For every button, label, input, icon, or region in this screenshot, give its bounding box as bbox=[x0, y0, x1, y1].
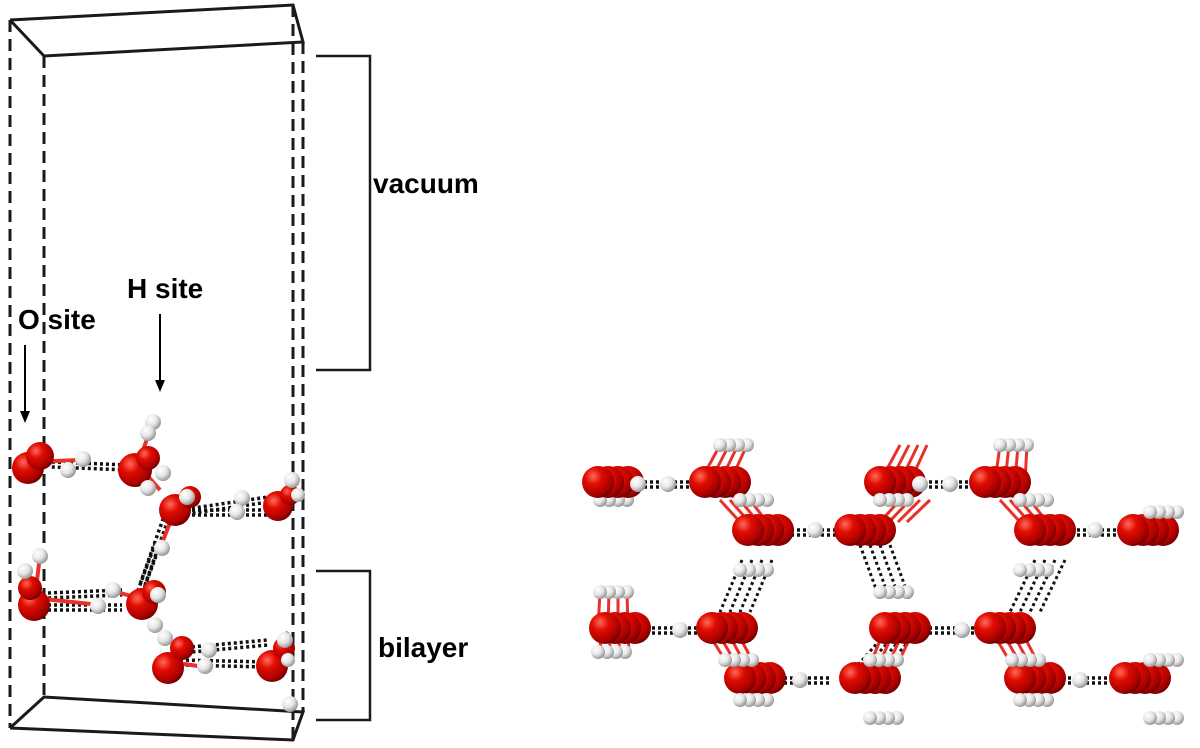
covalent-bond bbox=[998, 498, 1022, 524]
hydrogen-atom bbox=[873, 585, 887, 599]
h-site-arrow bbox=[155, 314, 165, 392]
oxygen-atom bbox=[589, 612, 621, 644]
hydrogen-atom bbox=[713, 438, 727, 452]
oxygen-atom bbox=[1014, 514, 1046, 546]
hydrogen-atom bbox=[1143, 711, 1157, 725]
oxygen-atom bbox=[152, 652, 184, 684]
hydrogen-atom bbox=[201, 642, 217, 658]
hydrogen-atom bbox=[954, 622, 970, 638]
hydrogen-atom bbox=[591, 645, 605, 659]
hydrogen-atom bbox=[807, 522, 823, 538]
hydrogen-atom bbox=[1143, 653, 1157, 667]
covalent-bond bbox=[896, 498, 922, 524]
hydrogen-atom bbox=[733, 563, 747, 577]
unit-cell-molecules bbox=[12, 414, 305, 712]
bilayer-label: bilayer bbox=[378, 632, 468, 663]
oxygen-atom bbox=[869, 612, 901, 644]
hydrogen-atom bbox=[593, 585, 607, 599]
oxygen-atom bbox=[969, 466, 1001, 498]
hydrogen-bond bbox=[1008, 559, 1037, 613]
hydrogen-atom bbox=[32, 548, 48, 564]
hydrogen-atom bbox=[1005, 653, 1019, 667]
oxygen-atom bbox=[974, 612, 1006, 644]
hydrogen-atom bbox=[1013, 693, 1027, 707]
hydrogen-bond bbox=[180, 643, 269, 655]
hydrogen-atom bbox=[150, 587, 166, 603]
hydrogen-atom bbox=[105, 582, 121, 598]
hydrogen-atom bbox=[1013, 563, 1027, 577]
hydrogen-atom bbox=[179, 489, 195, 505]
hydrogen-atom bbox=[17, 563, 33, 579]
bilayer-bracket bbox=[316, 569, 372, 722]
oxygen-atom bbox=[18, 576, 42, 600]
hydrogen-atom bbox=[733, 493, 747, 507]
hydrogen-atom bbox=[291, 488, 305, 502]
hydrogen-atom bbox=[75, 451, 91, 467]
hydrogen-atom bbox=[630, 476, 646, 492]
hydrogen-atom bbox=[863, 711, 877, 725]
h-site-label: H site bbox=[127, 273, 203, 304]
hydrogen-atom bbox=[942, 476, 958, 492]
covalent-bond bbox=[905, 498, 932, 524]
hydrogen-bond bbox=[136, 544, 162, 606]
hydrogen-bond bbox=[179, 638, 269, 650]
hydrogen-atom bbox=[147, 617, 163, 633]
hydrogen-atom bbox=[284, 472, 300, 488]
hydrogen-atom bbox=[660, 476, 676, 492]
hydrogen-atom bbox=[863, 653, 877, 667]
oxygen-atom bbox=[582, 466, 614, 498]
hydrogen-atom bbox=[282, 696, 298, 712]
oxygen-atom bbox=[732, 514, 764, 546]
hydrogen-atom bbox=[1143, 505, 1157, 519]
hydrogen-atom bbox=[154, 540, 170, 556]
oxygen-atom bbox=[834, 514, 866, 546]
hydrogen-atom bbox=[60, 462, 76, 478]
hydrogen-atom bbox=[157, 630, 173, 646]
o-site-arrow bbox=[20, 345, 30, 423]
hydrogen-atom bbox=[718, 653, 732, 667]
oxygen-atom bbox=[1117, 514, 1149, 546]
hydrogen-bond bbox=[131, 542, 157, 604]
hydrogen-bond bbox=[1028, 559, 1057, 613]
o-site-label: O site bbox=[18, 304, 96, 335]
hydrogen-atom bbox=[912, 476, 928, 492]
oxygen-atom bbox=[1004, 662, 1036, 694]
hydrogen-atom bbox=[90, 598, 106, 614]
oxygen-atom bbox=[1109, 662, 1141, 694]
hydrogen-bond bbox=[179, 495, 269, 512]
oxygen-atom bbox=[26, 442, 54, 470]
hydrogen-atom bbox=[672, 622, 688, 638]
vacuum-bracket bbox=[316, 54, 372, 372]
hydrogen-atom bbox=[792, 672, 808, 688]
oxygen-atom bbox=[170, 636, 194, 660]
hydrogen-bond bbox=[1018, 559, 1047, 613]
hydrogen-atom bbox=[229, 504, 245, 520]
unit-cell-box bbox=[8, 3, 306, 742]
oxygen-atom bbox=[136, 446, 160, 470]
oxygen-atom bbox=[724, 662, 756, 694]
hydrogen-atom bbox=[993, 438, 1007, 452]
oxygen-atom bbox=[696, 612, 728, 644]
hydrogen-atom bbox=[873, 493, 887, 507]
hydrogen-bond bbox=[1038, 559, 1067, 613]
hydrogen-atom bbox=[155, 465, 171, 481]
hydrogen-atom bbox=[234, 490, 250, 506]
hydrogen-bond bbox=[179, 658, 269, 664]
hydrogen-atom bbox=[140, 425, 156, 441]
hydrogen-atom bbox=[197, 658, 213, 674]
hydrogen-atom bbox=[140, 480, 156, 496]
hydrogen-atom bbox=[281, 653, 295, 667]
oxygen-atom bbox=[689, 466, 721, 498]
covalent-bond bbox=[718, 498, 742, 524]
oxygen-atom bbox=[864, 466, 896, 498]
vacuum-label: vacuum bbox=[373, 168, 479, 199]
oxygen-atom bbox=[839, 662, 871, 694]
hydrogen-atom bbox=[1013, 493, 1027, 507]
hydrogen-atom bbox=[1087, 522, 1103, 538]
hydrogen-atom bbox=[277, 632, 293, 648]
hydrogen-atom bbox=[1072, 672, 1088, 688]
periodic-bilayer-molecules bbox=[582, 438, 1184, 725]
hydrogen-atom bbox=[733, 693, 747, 707]
